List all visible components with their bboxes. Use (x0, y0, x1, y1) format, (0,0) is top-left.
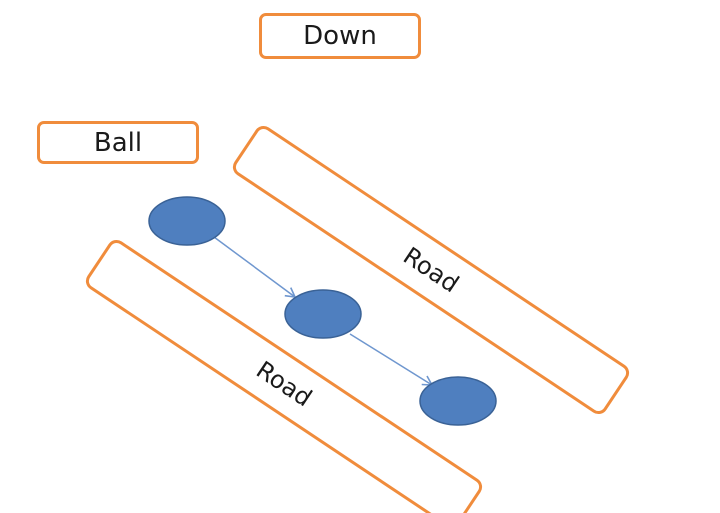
road-lower: Road (85, 239, 483, 513)
direction-label: Down (303, 21, 377, 51)
ball-label: Ball (93, 127, 143, 158)
ball-label-box: Ball (37, 121, 199, 164)
arrow-1 (213, 236, 297, 298)
road-lower-outline (85, 239, 483, 513)
ball-position-1 (148, 196, 226, 246)
arrow-2 (349, 333, 434, 386)
road-upper-outline (232, 125, 630, 415)
ball-position-2 (284, 289, 362, 339)
road-upper: Road (232, 125, 630, 415)
direction-label-box: Down (259, 13, 421, 59)
ball-position-3 (419, 376, 497, 426)
